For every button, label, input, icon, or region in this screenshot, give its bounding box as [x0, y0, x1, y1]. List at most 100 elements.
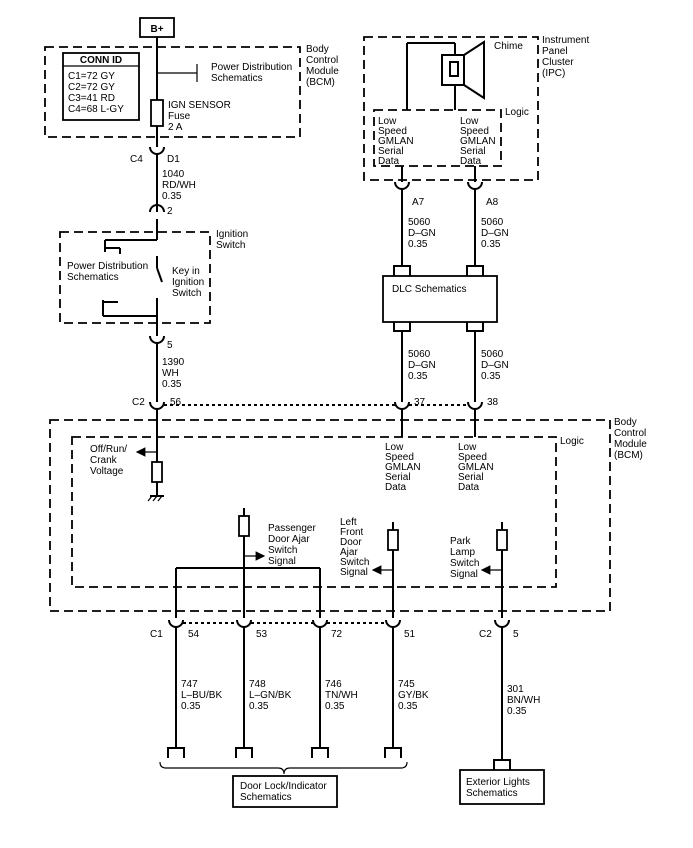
wire-5060-top-right: 5060 D–GN 0.35: [481, 217, 509, 250]
chime-icon: [441, 40, 485, 100]
pin-label: 2: [167, 206, 173, 217]
left-front-label: Front: [340, 527, 364, 538]
bcm-data-left: Low Speed GMLAN Serial Data: [385, 442, 421, 493]
wire-label: RD/WH: [162, 180, 196, 191]
ignition-switch: 2 Ignition Switch Power Distribution Sch…: [59, 204, 248, 402]
key-label: Switch: [172, 288, 201, 299]
top-bcm-box: Body Control Module (BCM): [44, 44, 339, 138]
wire-label: 745: [398, 679, 415, 690]
left-front-label: Left: [340, 517, 357, 528]
park-label: Lamp: [450, 547, 475, 558]
top-bcm-title-line: (BCM): [306, 77, 335, 88]
data-label: GMLAN: [460, 136, 496, 147]
passenger-label: Signal: [268, 556, 296, 567]
data-label: Data: [458, 482, 480, 493]
connector-label: C2: [132, 397, 145, 408]
bcm-title: Module: [614, 439, 647, 450]
wire-label: D–GN: [408, 228, 436, 239]
connector-label: C2: [479, 629, 492, 640]
data-label: Serial: [458, 472, 484, 483]
data-label: Serial: [460, 146, 486, 157]
battery-supply: B+: [139, 17, 175, 47]
wire-label: WH: [162, 368, 179, 379]
data-label: Low: [458, 442, 477, 453]
body-control-module: C2 56 37 38 Body Control Module (BCM) Lo…: [49, 397, 647, 618]
wire-5060-top-left: 5060 D–GN 0.35: [408, 217, 436, 250]
voltage-label: Voltage: [90, 466, 124, 477]
chime-label: Chime: [494, 41, 523, 52]
power-distribution-label: Power Distribution: [67, 261, 148, 272]
pin-label: 72: [331, 629, 343, 640]
ipc-title: Instrument: [542, 35, 589, 46]
ign-sensor-fuse: IGN SENSOR Fuse 2 A: [150, 99, 231, 147]
bcm-title: Control: [614, 428, 646, 439]
wire-label: 0.35: [181, 701, 201, 712]
wire-label: 0.35: [249, 701, 269, 712]
dlc-schematics: DLC Schematics: [382, 265, 498, 402]
pin-label: 37: [414, 397, 426, 408]
dlc-label: DLC Schematics: [392, 284, 466, 295]
left-front-label: Signal: [340, 567, 368, 578]
data-label: Low: [385, 442, 404, 453]
data-label: GMLAN: [378, 136, 414, 147]
pin-label: 56: [170, 397, 182, 408]
wire-label: 0.35: [398, 701, 418, 712]
wire-5060-bottom-left: 5060 D–GN 0.35: [408, 349, 436, 382]
wire-label: 0.35: [408, 239, 428, 250]
door-lock-label: Schematics: [240, 792, 292, 803]
voltage-label: Off/Run/: [90, 444, 127, 455]
wire-label: 746: [325, 679, 342, 690]
data-label: Data: [378, 156, 400, 167]
wire-label: 301: [507, 684, 524, 695]
pin-label: 53: [256, 629, 268, 640]
data-label: GMLAN: [385, 462, 421, 473]
pin-label: A8: [486, 197, 499, 208]
ign-switch-title: Ignition: [216, 229, 248, 240]
wire-label: L–GN/BK: [249, 690, 292, 701]
wire-1040: 1040 RD/WH 0.35: [162, 169, 196, 202]
ipc-title: (IPC): [542, 68, 565, 79]
voltage-label: Crank: [90, 455, 118, 466]
conn-id-title: CONN ID: [80, 55, 122, 66]
bcm-title: (BCM): [614, 450, 643, 461]
wire-label: 748: [249, 679, 266, 690]
data-label: Serial: [385, 472, 411, 483]
data-label: Data: [460, 156, 482, 167]
ipc-data-right: Low Speed GMLAN Serial Data: [460, 116, 496, 167]
fuse-label: Fuse: [168, 111, 191, 122]
pin-label: 38: [487, 397, 499, 408]
exterior-lights-schematics: Exterior Lights Schematics: [459, 759, 545, 805]
ground-icon: [147, 482, 164, 502]
wire-label: L–BU/BK: [181, 690, 222, 701]
park-label: Switch: [450, 558, 479, 569]
wire-label: 1390: [162, 357, 185, 368]
fuse-label: 2 A: [168, 122, 183, 133]
conn-id-row: C1=72 GY: [68, 71, 115, 82]
data-label: Speed: [458, 452, 487, 463]
power-distribution-label: Schematics: [67, 272, 119, 283]
wire-label: D–GN: [408, 360, 436, 371]
instrument-panel-cluster: Instrument Panel Cluster (IPC) Chime Log…: [363, 35, 589, 266]
wire-label: D–GN: [481, 360, 509, 371]
conn-id-table: CONN ID C1=72 GY C2=72 GY C3=41 RD C4=68…: [62, 52, 140, 121]
pin-label: A7: [412, 197, 425, 208]
wire-label: 0.35: [481, 371, 501, 382]
door-lock-schematics: Door Lock/Indicator Schematics: [232, 775, 338, 808]
passenger-label: Switch: [268, 545, 297, 556]
key-label: Key in: [172, 266, 200, 277]
data-label: Low: [460, 116, 479, 127]
ign-switch-title: Switch: [216, 240, 245, 251]
data-label: Speed: [385, 452, 414, 463]
door-lock-terminals: [159, 747, 408, 775]
data-label: Low: [378, 116, 397, 127]
pin-label: 51: [404, 629, 416, 640]
wire-label: BN/WH: [507, 695, 540, 706]
wire-label: 0.35: [481, 239, 501, 250]
bcm-title: Body: [614, 417, 637, 428]
pin-label: 54: [188, 629, 200, 640]
connector-label: C4: [130, 154, 143, 165]
key-label: Ignition: [172, 277, 204, 288]
park-label: Signal: [450, 569, 478, 580]
wire-label: 5060: [408, 349, 431, 360]
